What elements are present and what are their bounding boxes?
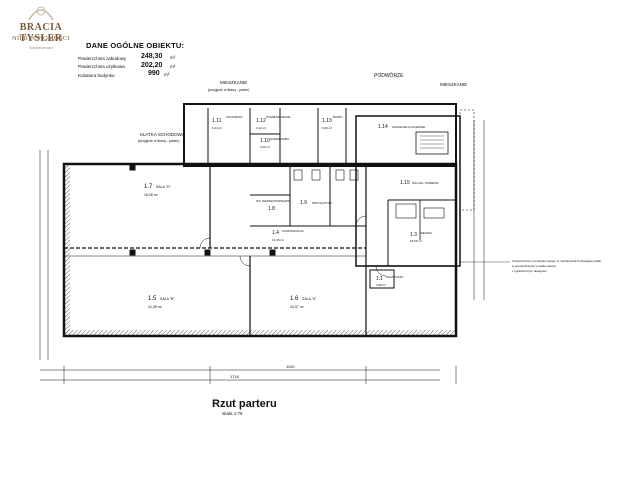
room-label-1-10: 1.10 GARDEROBA 3,29 m² — [260, 137, 289, 149]
svg-text:1.7: 1.7 — [144, 184, 153, 190]
svg-text:BIURO: BIURO — [333, 115, 343, 119]
svg-text:41,28 m²: 41,28 m² — [148, 305, 163, 309]
svg-text:POMIESZCZENIE: POMIESZCZENIE — [266, 115, 291, 119]
room-label-1-6: 1.6 SALA "A" 34,07 m² — [290, 296, 317, 309]
svg-text:WC NIEPEŁNOSPRAWNI: WC NIEPEŁNOSPRAWNI — [256, 199, 291, 203]
room-label-1-1: 1.1 WIATROŁAP 3,08 m² — [376, 275, 403, 287]
svg-text:13,36 m²: 13,36 m² — [272, 238, 284, 242]
svg-text:1.1: 1.1 — [376, 276, 383, 282]
svg-text:WIATROŁAP: WIATROŁAP — [386, 275, 403, 279]
dim-bottom-total: 1718 — [230, 374, 240, 379]
info-row-unit: m² — [170, 64, 176, 69]
svg-text:1.15: 1.15 — [400, 180, 410, 186]
room-label-1-14: 1.14 ZAPLECZE KUCHENNE — [378, 124, 425, 130]
room-label-1-7: 1.7 SALA "D" 18,28 m² — [144, 184, 171, 197]
label-mieszkanie-left-sub: (przyjęcie w tkanę - parter) — [208, 88, 249, 92]
svg-text:KOMUNIKACJA: KOMUNIKACJA — [282, 229, 304, 233]
outer-wall — [62, 162, 458, 338]
svg-text:GARDEROBA: GARDEROBA — [270, 137, 289, 141]
svg-text:1.10: 1.10 — [260, 138, 270, 144]
label-klatka-sub: (przyjęcie w tkanę - parter) — [138, 139, 179, 143]
info-row-unit: m² — [170, 55, 176, 60]
svg-text:1.11: 1.11 — [212, 118, 222, 124]
room-label-1-5: 1.5 SALA "B" 41,28 m² — [148, 296, 175, 309]
svg-text:6,69 m²: 6,69 m² — [322, 126, 332, 130]
logo-brand-name: BRACIA TYSLER — [19, 22, 63, 44]
note-right-1: Umieszczenie w budynku parteru w możliwo… — [512, 259, 601, 263]
svg-text:1.9: 1.9 — [300, 200, 307, 206]
label-mieszkanie-right: MIESZKANIE — [440, 82, 467, 87]
svg-text:34,07 m²: 34,07 m² — [290, 305, 305, 309]
info-row-unit: m³ — [164, 72, 170, 77]
plan-scale: skala 1:75 — [222, 411, 243, 416]
room-label-1-9: 1.9 PRZYGOTOW. — [300, 200, 332, 206]
room-label-1-3: 1.3 SIENNIA 15,06 m² — [410, 231, 432, 243]
info-row-value: 202,20 — [141, 62, 163, 69]
right-wing-wall — [355, 115, 461, 267]
plan-title: Rzut parteru — [212, 398, 277, 410]
svg-text:PRZYGOTOW.: PRZYGOTOW. — [312, 201, 332, 205]
upper-wing-wall — [183, 103, 457, 167]
info-row-label: Powierzchnia zabudowy — [78, 56, 127, 61]
svg-text:15,06 m²: 15,06 m² — [410, 239, 422, 243]
info-row-value: 990 — [148, 70, 160, 77]
svg-text:SALA "B": SALA "B" — [160, 297, 175, 301]
room-label-1-8: WC NIEPEŁNOSPRAWNI 1.8 — [256, 199, 291, 212]
info-title: DANE OGÓLNE OBIEKTU: — [86, 41, 185, 50]
svg-text:1.13: 1.13 — [322, 118, 332, 124]
room-label-1-4: 1.4 KOMUNIKACJA 13,36 m² — [272, 229, 304, 242]
svg-text:1.4: 1.4 — [272, 230, 279, 236]
svg-text:3,29 m²: 3,29 m² — [260, 145, 270, 149]
svg-text:1.3: 1.3 — [410, 232, 417, 238]
svg-text:1.6: 1.6 — [290, 296, 299, 302]
note-right-2: w pomieszczeniu w stałej osłonie — [512, 264, 556, 268]
label-podworze: PODWÓRZE — [374, 72, 404, 79]
note-right-3: z ograniczonym dostępem — [512, 269, 548, 273]
svg-text:1.5: 1.5 — [148, 296, 157, 302]
svg-text:3,08 m²: 3,08 m² — [376, 283, 386, 287]
room-label-1-13: 1.13 BIURO 6,69 m² — [322, 115, 343, 130]
label-klatka: KLATKA SCHODOWA — [140, 132, 185, 137]
svg-text:SALA "A": SALA "A" — [302, 297, 317, 301]
room-label-1-12: 1.12 POMIESZCZENIE 3,12 m² — [256, 115, 291, 130]
info-row-label: Kubatura budynku — [78, 73, 115, 78]
svg-text:6,44 m²: 6,44 m² — [212, 126, 222, 130]
logo-emblem-icon — [28, 6, 54, 21]
svg-text:ZAPLECZE KUCHENNE: ZAPLECZE KUCHENNE — [392, 125, 425, 129]
svg-text:SALA "D": SALA "D" — [156, 185, 171, 189]
room-label-1-15: 1.15 SOCJAL. PRZEDW. — [400, 180, 439, 186]
dim-bottom-sub: 1100 — [286, 364, 295, 369]
svg-text:1.8: 1.8 — [268, 206, 275, 212]
svg-text:1.12: 1.12 — [256, 118, 266, 124]
info-row-label: Powierzchnia użytkowa — [78, 64, 125, 69]
svg-text:SIENNIA: SIENNIA — [420, 231, 432, 235]
label-mieszkanie-left: MIESZKANIE — [220, 80, 247, 85]
svg-text:1.14: 1.14 — [378, 124, 388, 130]
room-label-1-11: 1.11 KOCIARNIA 6,44 m² — [212, 115, 243, 130]
logo-brand-sub: NIERUCHOMOŚCI — [11, 35, 71, 42]
svg-text:3,12 m²: 3,12 m² — [256, 126, 266, 130]
svg-text:18,28 m²: 18,28 m² — [144, 193, 159, 197]
svg-text:SOCJAL. PRZEDW.: SOCJAL. PRZEDW. — [412, 181, 439, 185]
svg-text:KOCIARNIA: KOCIARNIA — [226, 115, 243, 119]
company-logo: BRACIA TYSLER NIERUCHOMOŚCI Nieruchomośc… — [2, 2, 80, 64]
logo-tagline: Nieruchomości — [29, 46, 53, 50]
info-row-value: 248,30 — [141, 53, 163, 60]
